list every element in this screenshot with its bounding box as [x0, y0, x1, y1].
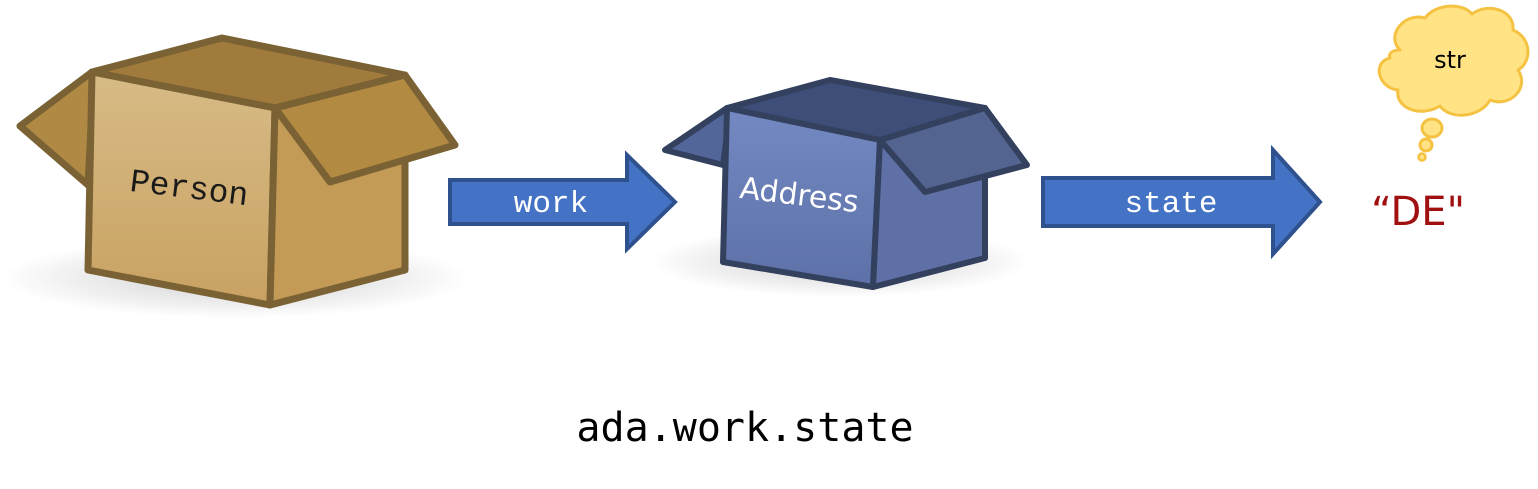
thought-bubble-dot-small — [1417, 152, 1427, 162]
state-arrow-label: state — [1124, 187, 1217, 222]
person-box-right-flap — [271, 71, 459, 186]
value-string: “DE" — [1371, 189, 1465, 235]
address-box: Address — [650, 77, 1030, 297]
person-box: Person — [0, 34, 470, 318]
right-arrow-icon — [1041, 144, 1323, 260]
thought-bubble-cloud — [1377, 4, 1530, 117]
attribute-access-expression: ada.work.state — [576, 405, 914, 451]
thought-bubble-dot-large — [1420, 117, 1444, 139]
thought-bubble-icon: str — [1377, 4, 1530, 162]
thought-bubble-label: str — [1434, 46, 1466, 74]
work-arrow: work — [448, 150, 678, 254]
address-box-left-flap — [662, 105, 730, 168]
state-arrow: state — [1041, 144, 1323, 260]
thought-bubble-dot-medium — [1418, 137, 1434, 153]
work-arrow-label: work — [514, 187, 588, 222]
address-box-right-flap — [877, 105, 1030, 195]
right-arrow-icon — [448, 150, 678, 254]
person-box-left-flap — [16, 68, 96, 189]
